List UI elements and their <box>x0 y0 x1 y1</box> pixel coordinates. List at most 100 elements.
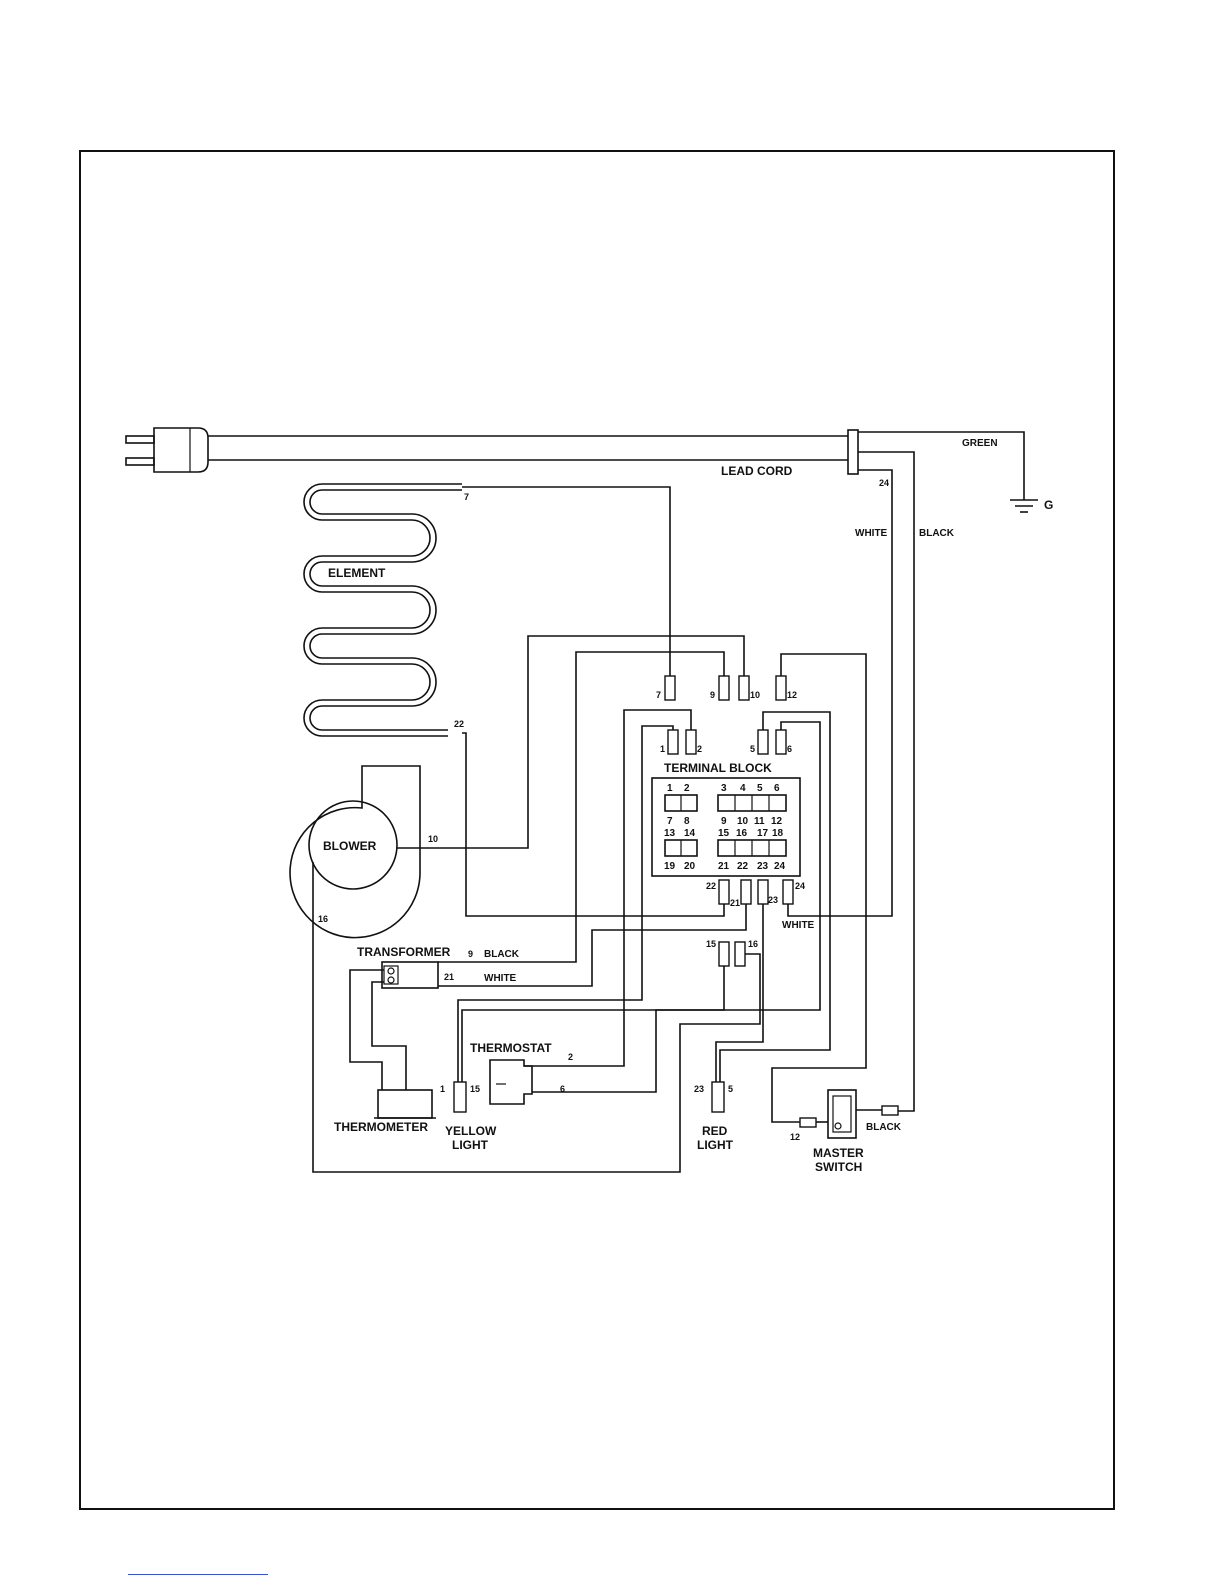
wire-22-label: 22 <box>454 719 464 729</box>
ground-icon: G <box>1044 498 1053 512</box>
terminal-22: 22 <box>737 861 749 872</box>
terminal-2: 2 <box>684 783 690 794</box>
connector-15 <box>719 942 729 966</box>
terminal-17: 17 <box>757 828 769 839</box>
connector-24 <box>783 880 793 904</box>
connector-22 <box>719 880 729 904</box>
wire-10-label: 10 <box>428 834 438 844</box>
yellow-light <box>454 1082 466 1112</box>
connector-9 <box>719 676 729 700</box>
terminal-24: 24 <box>774 861 786 872</box>
connector-15-label: 15 <box>706 939 716 949</box>
terminal-7: 7 <box>667 816 673 827</box>
white-transformer-label: WHITE <box>484 973 517 984</box>
black-switch-label: BLACK <box>866 1122 902 1133</box>
wire-1 <box>458 726 673 1082</box>
wire-2-label: 2 <box>568 1052 573 1062</box>
master-switch-label-1: MASTER <box>813 1146 864 1160</box>
wire-9-label: 9 <box>468 949 473 959</box>
red-light <box>712 1082 724 1112</box>
terminal-9: 9 <box>721 816 727 827</box>
plug <box>126 428 208 472</box>
yellow-light-label-1: YELLOW <box>445 1124 497 1138</box>
wire-1-label: 1 <box>440 1084 445 1094</box>
wire-15-label: 15 <box>470 1084 480 1094</box>
thermometer <box>374 1090 436 1118</box>
connector-5 <box>758 730 768 754</box>
terminal-21: 21 <box>718 861 730 872</box>
connector-23 <box>758 880 768 904</box>
terminal-13: 13 <box>664 828 676 839</box>
wire-21-label: 21 <box>444 972 454 982</box>
wire-7 <box>462 487 670 676</box>
transformer <box>382 962 438 988</box>
connector-1 <box>668 730 678 754</box>
terminal-5: 5 <box>757 783 763 794</box>
lead-cord-label: LEAD CORD <box>721 464 793 478</box>
green-label: GREEN <box>962 438 998 449</box>
connector-23-label: 23 <box>768 895 778 905</box>
wire-16-label: 16 <box>318 914 328 924</box>
connector-12-label: 12 <box>787 690 797 700</box>
connector-9-label: 9 <box>710 690 715 700</box>
connector-10-label: 10 <box>750 690 760 700</box>
terminal-3: 3 <box>721 783 727 794</box>
connector-21 <box>741 880 751 904</box>
ground-wire <box>858 432 1038 512</box>
wire-12-label: 12 <box>790 1132 800 1142</box>
connector-1-label: 1 <box>660 744 665 754</box>
white-tb-label: WHITE <box>782 920 815 931</box>
black-label: BLACK <box>919 528 955 539</box>
element-coil <box>304 484 462 736</box>
white-label: WHITE <box>855 528 888 539</box>
terminal-1: 1 <box>667 783 673 794</box>
wire-7-label: 7 <box>464 492 469 502</box>
connector-6 <box>776 730 786 754</box>
terminal-10: 10 <box>737 816 749 827</box>
master-switch <box>828 1090 856 1138</box>
terminal-11: 11 <box>754 816 765 827</box>
terminal-4: 4 <box>740 783 746 794</box>
terminal-15: 15 <box>718 828 730 839</box>
connector-12 <box>776 676 786 700</box>
terminal-8: 8 <box>684 816 690 827</box>
black-transformer-label: BLACK <box>484 949 520 960</box>
wire-24-label: 24 <box>879 478 889 488</box>
terminal-18: 18 <box>772 828 784 839</box>
terminal-20: 20 <box>684 861 696 872</box>
blower-label: BLOWER <box>323 839 377 853</box>
terminal-14: 14 <box>684 828 696 839</box>
element-label: ELEMENT <box>328 566 386 580</box>
connector-7-label: 7 <box>656 690 661 700</box>
transformer-label: TRANSFORMER <box>357 945 451 959</box>
connector-6-label: 6 <box>787 744 792 754</box>
yellow-light-label-2: LIGHT <box>452 1138 489 1152</box>
master-switch-label-2: SWITCH <box>815 1160 862 1174</box>
connector-22-label: 22 <box>706 881 716 891</box>
connector-2 <box>686 730 696 754</box>
thermometer-wire-b <box>372 982 406 1090</box>
connector-2-label: 2 <box>697 744 702 754</box>
red-light-label-2: LIGHT <box>697 1138 734 1152</box>
footer-link-underline <box>128 1574 268 1575</box>
connector-10 <box>739 676 749 700</box>
connector-16-label: 16 <box>748 939 758 949</box>
terminal-6: 6 <box>774 783 780 794</box>
red-light-label-1: RED <box>702 1124 728 1138</box>
wire-23-label: 23 <box>694 1084 704 1094</box>
wire-24 <box>788 904 820 916</box>
terminal-19: 19 <box>664 861 676 872</box>
terminal-16: 16 <box>736 828 748 839</box>
terminal-12: 12 <box>771 816 783 827</box>
connector-5-label: 5 <box>750 744 755 754</box>
connector-7 <box>665 676 675 700</box>
terminal-23: 23 <box>757 861 769 872</box>
terminal-block-label: TERMINAL BLOCK <box>664 761 772 775</box>
connector-21-label: 21 <box>730 898 740 908</box>
switch-black-connector <box>882 1106 898 1115</box>
wire-5-label: 5 <box>728 1084 733 1094</box>
connector-16 <box>735 942 745 966</box>
switch-12-connector <box>800 1118 816 1127</box>
thermostat-label: THERMOSTAT <box>470 1041 552 1055</box>
